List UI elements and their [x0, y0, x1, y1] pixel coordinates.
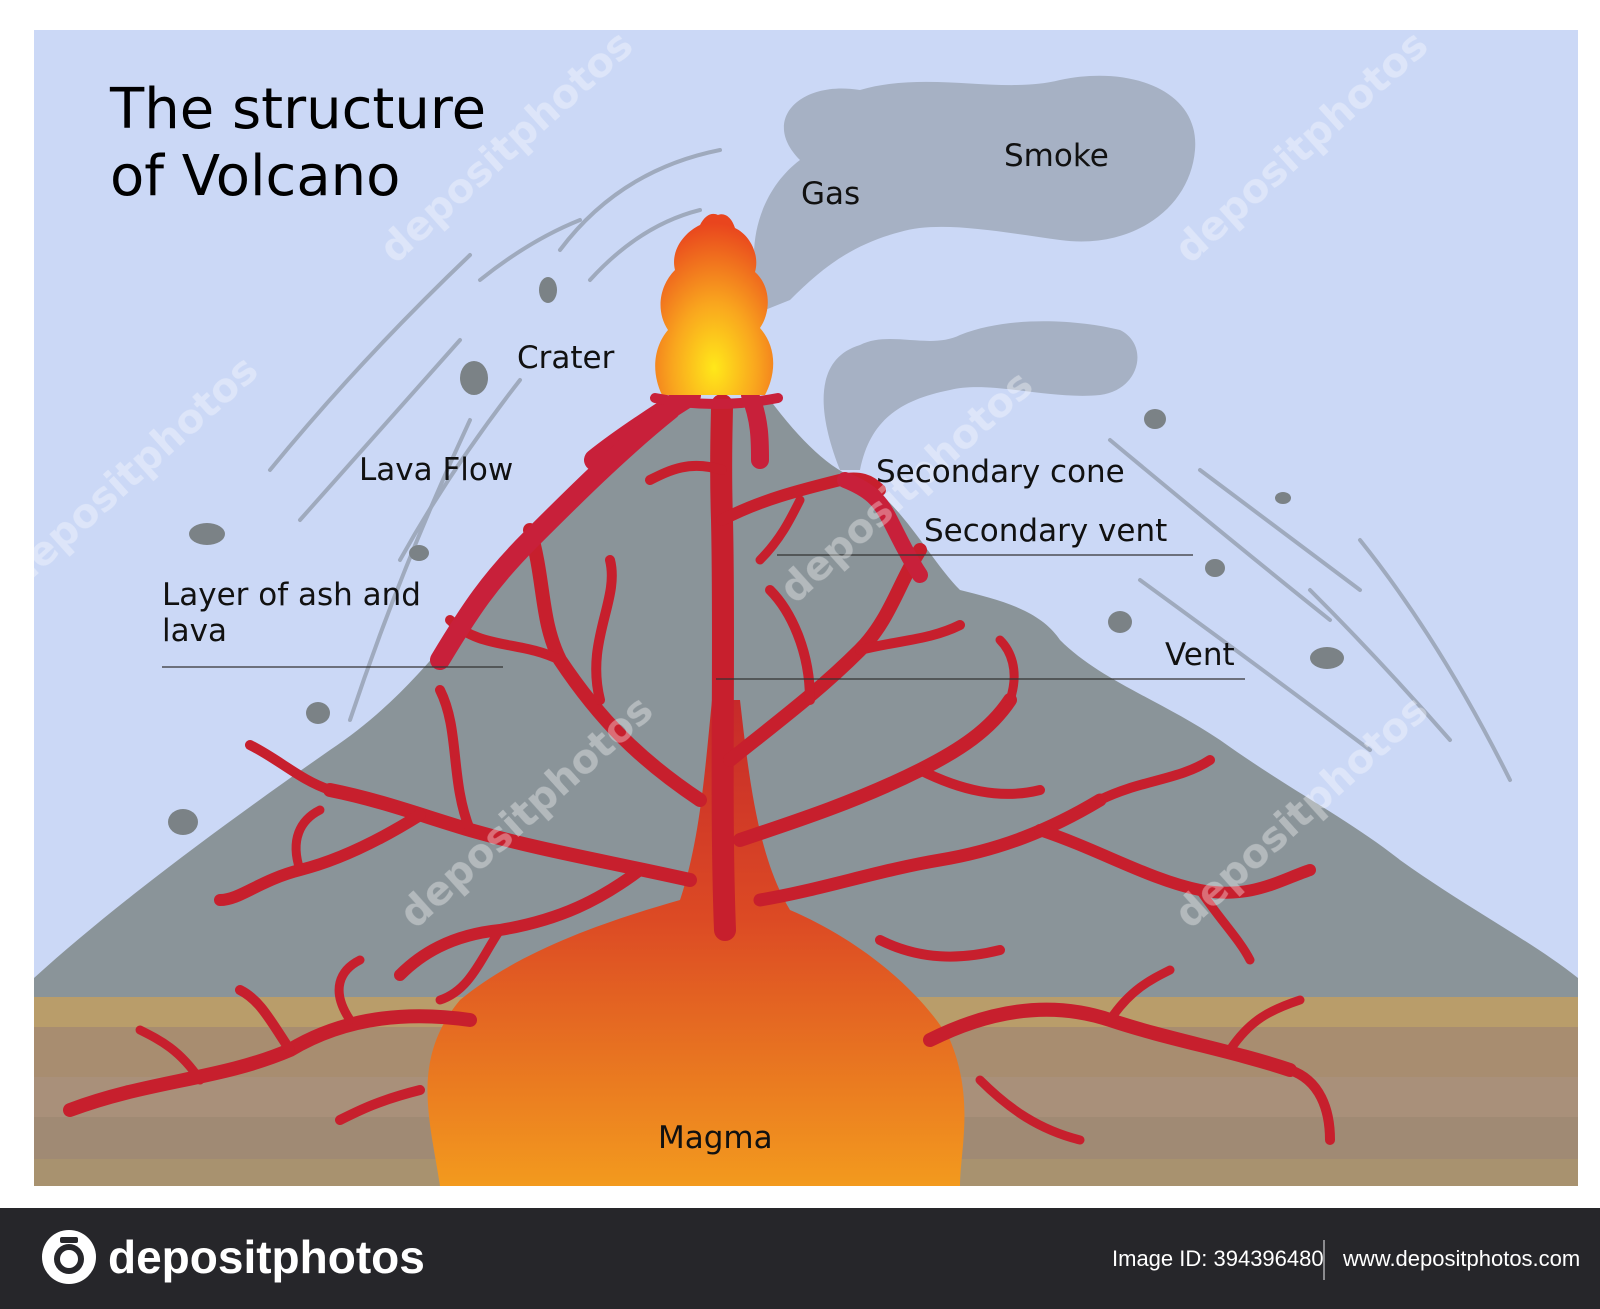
label-layer-ash-lava: Layer of ash and lava	[162, 577, 421, 649]
site-url-link[interactable]: www.depositphotos.com	[1343, 1246, 1581, 1271]
brand-logo-text: depositphotos	[108, 1231, 425, 1283]
volcanic-rocks	[168, 277, 1344, 835]
label-smoke: Smoke	[1004, 138, 1109, 174]
label-secondary-cone: Secondary cone	[876, 454, 1125, 490]
label-layer-line-1: Layer of ash and	[162, 577, 421, 613]
lava-veins	[63, 394, 1335, 1145]
label-lava-flow: Lava Flow	[359, 452, 514, 488]
title-line-1: The structure	[110, 77, 487, 142]
ash-streaks	[268, 148, 1512, 782]
label-crater: Crater	[517, 340, 615, 376]
label-layer-line-2: lava	[162, 612, 227, 649]
magma-chamber	[427, 700, 965, 1186]
label-gas: Gas	[801, 176, 861, 212]
leader-lines	[162, 554, 1245, 680]
crater-rim	[650, 393, 783, 409]
eruption-fire	[655, 213, 774, 395]
smoke-cloud	[753, 75, 1196, 470]
image-id-text: Image ID: 394396480	[1112, 1246, 1324, 1271]
footer-divider	[1323, 1240, 1325, 1280]
footer-bar	[0, 1208, 1600, 1309]
diagram-title: The structure of Volcano	[110, 76, 486, 210]
label-magma: Magma	[658, 1120, 773, 1156]
label-secondary-vent: Secondary vent	[924, 513, 1168, 549]
title-line-2: of Volcano	[110, 144, 401, 210]
camera-logo-icon	[42, 1230, 96, 1284]
label-vent: Vent	[1165, 637, 1235, 673]
